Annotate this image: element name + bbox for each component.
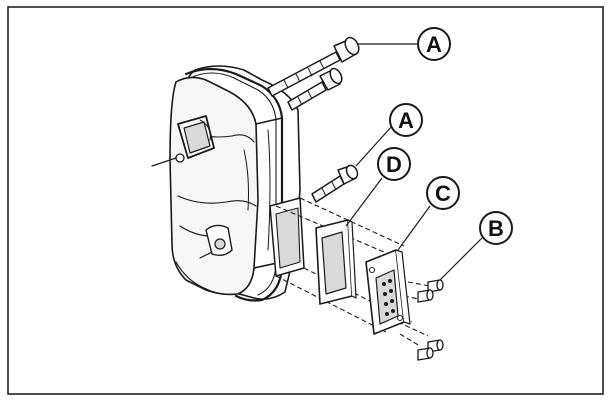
callout-c: C xyxy=(426,176,460,210)
connector-plate xyxy=(365,249,411,335)
callout-a-upper: A xyxy=(417,27,451,61)
small-screw-1 xyxy=(427,279,444,293)
upper-bolt-2 xyxy=(287,67,343,111)
figure-frame xyxy=(7,6,604,395)
callout-b-label: B xyxy=(488,216,504,241)
callout-a-lower-label: A xyxy=(398,108,414,133)
callout-d-label: D xyxy=(386,152,402,177)
gasket-part xyxy=(315,219,357,305)
upper-bolt-1 xyxy=(267,36,360,97)
small-screw-4 xyxy=(417,347,434,361)
leader-lines xyxy=(345,43,483,281)
callout-a-lower: A xyxy=(389,103,423,137)
callout-b: B xyxy=(479,211,513,245)
housing-body xyxy=(151,65,305,302)
middle-bolt xyxy=(311,164,359,203)
small-screw-2 xyxy=(417,289,434,303)
callout-d: D xyxy=(377,147,411,181)
callout-c-label: C xyxy=(435,181,451,206)
callout-a-upper-label: A xyxy=(426,32,442,57)
